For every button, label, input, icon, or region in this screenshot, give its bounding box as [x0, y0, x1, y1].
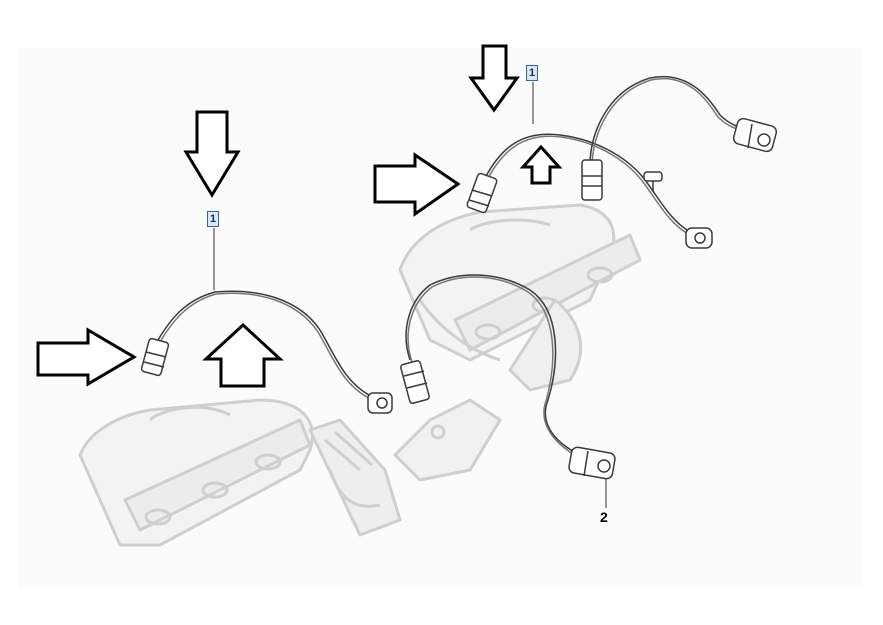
mounting-clip	[643, 171, 663, 192]
arrow-right-icon	[373, 152, 461, 217]
leader-lines	[213, 82, 607, 508]
arrow-right-icon	[36, 327, 137, 387]
right-upper-sensor-body	[466, 172, 498, 214]
right-second-oxygen-sensor	[581, 75, 778, 201]
left-exhaust-manifold	[78, 398, 502, 547]
left-sensor-connector	[367, 392, 393, 414]
right-second-sensor-connector	[732, 117, 778, 153]
left-oxygen-sensor	[140, 290, 393, 414]
right-upper-sensor-connector	[685, 227, 713, 249]
callout-part-1-right: 1	[526, 65, 538, 81]
right-upper-oxygen-sensor	[466, 133, 713, 249]
arrow-down-icon	[468, 44, 520, 113]
callout-part-2: 2	[600, 509, 608, 525]
arrow-down-icon	[183, 110, 241, 198]
left-sensor-body	[140, 337, 170, 377]
part-2-sensor-body	[400, 360, 430, 404]
arrow-up-icon	[519, 144, 563, 185]
callout-part-1-left: 1	[207, 211, 219, 227]
arrow-up-icon	[202, 322, 284, 388]
part-2-oxygen-sensor	[400, 274, 616, 480]
right-second-sensor-body	[581, 159, 603, 201]
part-2-sensor-connector	[568, 446, 616, 480]
